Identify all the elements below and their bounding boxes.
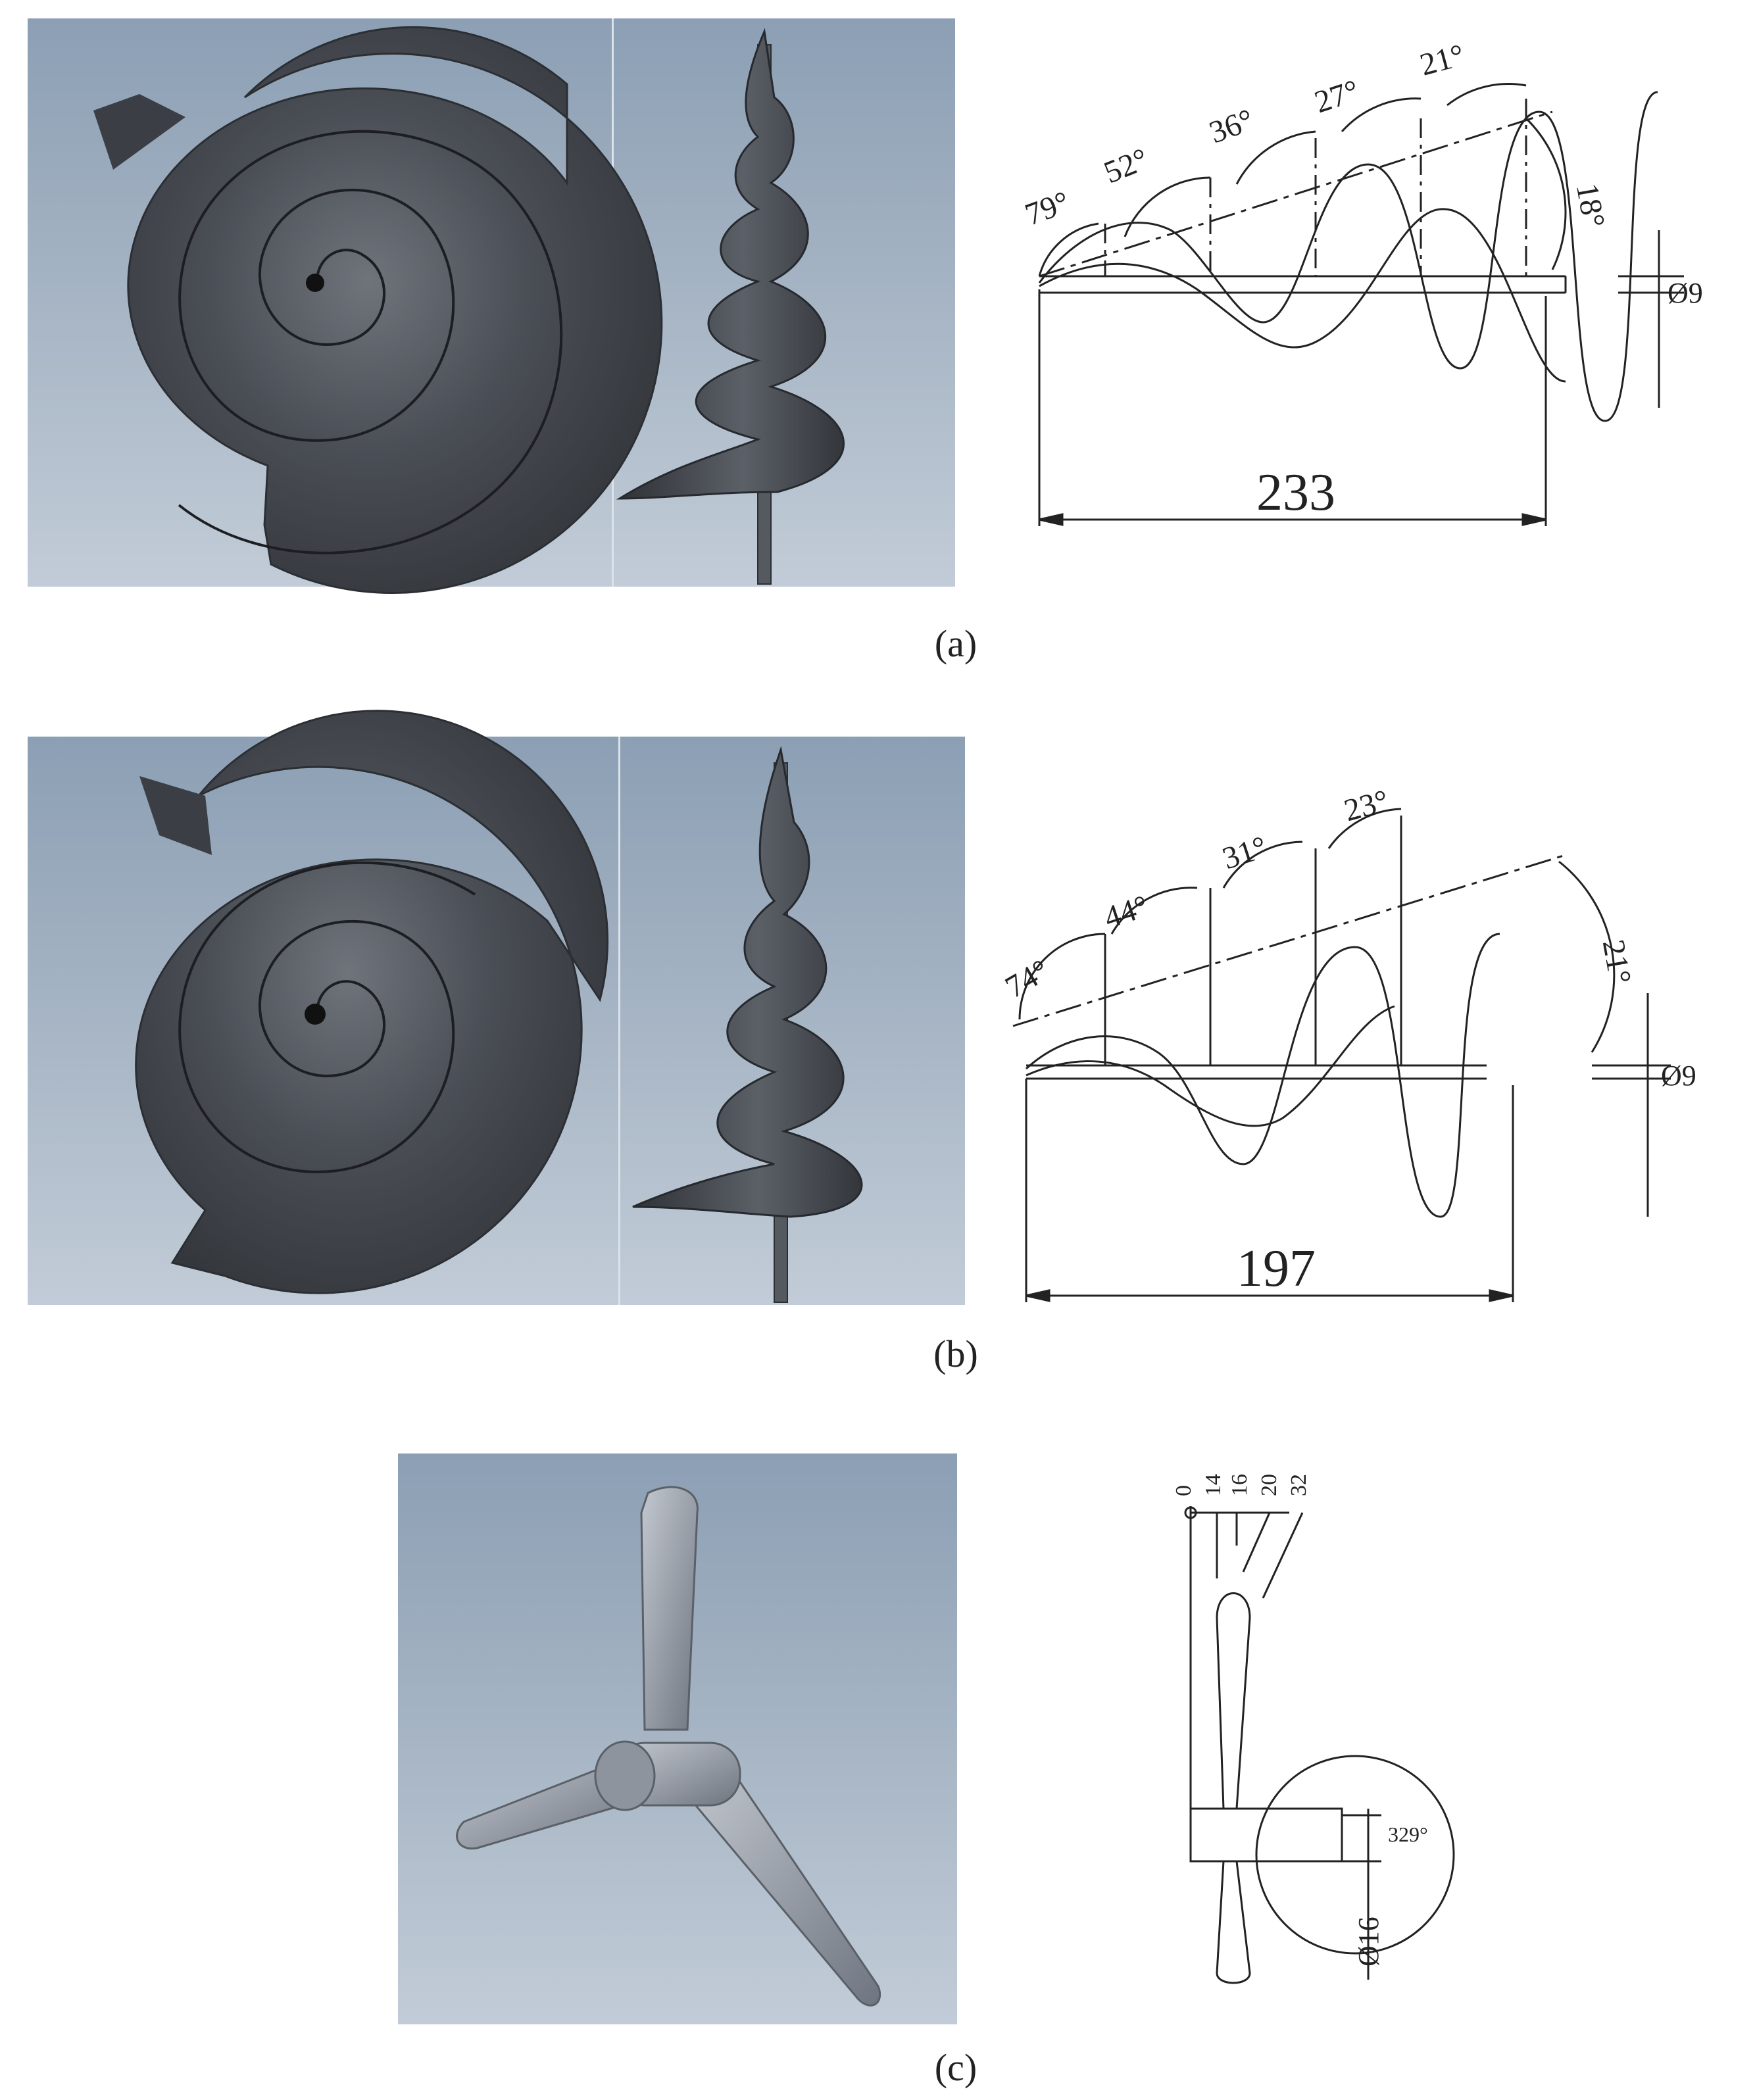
hub-bore — [305, 1004, 326, 1025]
panel-b-drawing: 74° 44° 31° 23° 21° Ø9 197 — [999, 783, 1696, 1302]
angle-label-3: 36° — [1204, 103, 1258, 151]
spiral-edge-line-1 — [178, 130, 563, 554]
spiral-disc-top-view — [127, 26, 663, 594]
angle-label-1: 74° — [999, 953, 1055, 1006]
angle-label-2: 52° — [1099, 141, 1153, 190]
propeller-blade-left — [456, 1761, 623, 1850]
tick-label-20: 20 — [1257, 1474, 1281, 1496]
panel-c-render-svg — [456, 1486, 881, 2007]
panel-c-caption: (c) — [934, 2046, 977, 2089]
panel-b-render-divider — [618, 737, 620, 1305]
panel-b-render — [28, 710, 965, 1305]
hub-bore — [306, 274, 324, 292]
panel-a-caption: (a) — [934, 622, 977, 665]
angle-label-4: 23° — [1341, 783, 1393, 829]
propeller-blade-top — [640, 1486, 699, 1731]
angle-label-5: 21° — [1596, 937, 1638, 987]
angle-label-2: 44° — [1100, 889, 1152, 935]
panel-c-render — [398, 1453, 957, 2024]
spiral-blade-notch-top — [93, 94, 185, 170]
angle-label-5: 21° — [1416, 37, 1468, 83]
propeller-blade-bottom — [685, 1761, 881, 2007]
angle-label-1: 79° — [1020, 185, 1074, 233]
tick-label-32: 32 — [1287, 1474, 1311, 1496]
length-label: 197 — [1237, 1240, 1316, 1298]
length-label: 233 — [1256, 464, 1335, 522]
panel-b-render-svg — [135, 710, 863, 1303]
panel-a-drawing: 79° 52° 36° 27° 21° 18° Ø9 233 — [1020, 37, 1703, 526]
panel-c-drawing: 0 14 16 20 32 329° Ø16 — [1172, 1474, 1455, 1984]
diameter-label: Ø16 — [1352, 1917, 1385, 1966]
propeller-hub-face — [594, 1740, 656, 1811]
diameter-label: Ø9 — [1661, 1060, 1696, 1092]
spiral-blade-notch-top — [139, 776, 212, 855]
origin-marker — [1184, 1506, 1197, 1519]
helical-blade-side-view — [616, 28, 845, 500]
tick-label-16: 16 — [1227, 1474, 1252, 1496]
helical-blade-side-view — [632, 746, 863, 1218]
spiral-edge-line-1 — [178, 861, 476, 1173]
angle-label-6: 18° — [1570, 181, 1612, 230]
diameter-label: Ø9 — [1668, 277, 1703, 309]
angle-label: 329° — [1388, 1822, 1428, 1846]
panel-b-caption: (b) — [933, 1332, 978, 1375]
tick-label-14: 14 — [1201, 1474, 1225, 1496]
angle-label-3: 31° — [1218, 829, 1271, 876]
spiral-disc-top-view — [135, 710, 609, 1294]
angle-label-4: 27° — [1310, 73, 1363, 120]
panel-a-render-svg — [93, 26, 845, 594]
panel-a-render — [28, 18, 955, 594]
tick-label-0: 0 — [1172, 1485, 1196, 1496]
